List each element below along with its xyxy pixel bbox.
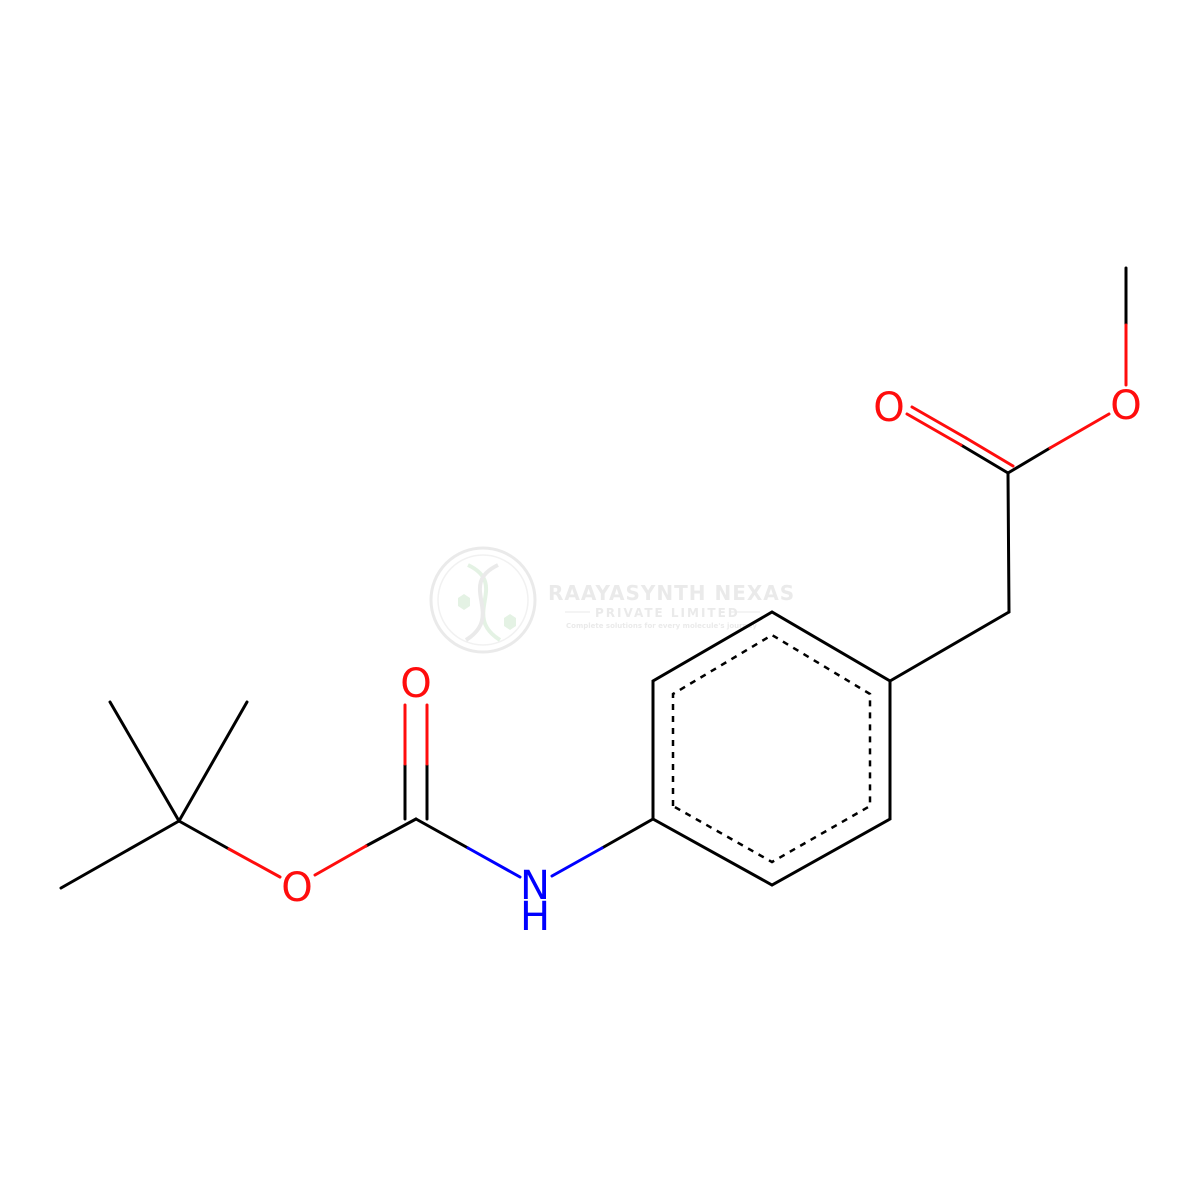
bond-tbu-methyl-3 — [59, 819, 181, 890]
atom-o-carbonyl-ester: O — [873, 385, 904, 431]
watermark-logo-icon — [429, 546, 537, 654]
atom-n-amide-hydrogen: H — [520, 894, 550, 940]
atom-o-methoxy: O — [1110, 383, 1141, 429]
watermark-subtitle: PRIVATE LIMITED — [595, 606, 740, 620]
bond-tbu-methyl-2 — [177, 700, 249, 823]
atom-o-carbamate-ether: O — [281, 865, 312, 911]
atom-n-amide: N — [520, 863, 550, 909]
watermark: RAAYASYNTH NEXAS PRIVATE LIMITED Complet… — [429, 546, 795, 654]
oxygen-bonds — [227, 323, 1128, 879]
bond-tbu-methyl-1 — [108, 700, 181, 823]
carbon-bonds — [59, 266, 1128, 890]
atom-o-carbonyl-carbamate: O — [400, 661, 431, 707]
watermark-tagline: Complete solutions for every molecule's … — [566, 622, 757, 630]
watermark-company-name: RAAYASYNTH NEXAS — [548, 581, 795, 605]
benzene-aromatic-circle — [671, 633, 872, 864]
atom-labels: O O O O N H — [281, 383, 1141, 940]
benzene-ring — [651, 610, 892, 887]
nitrogen-bonds — [466, 846, 604, 879]
